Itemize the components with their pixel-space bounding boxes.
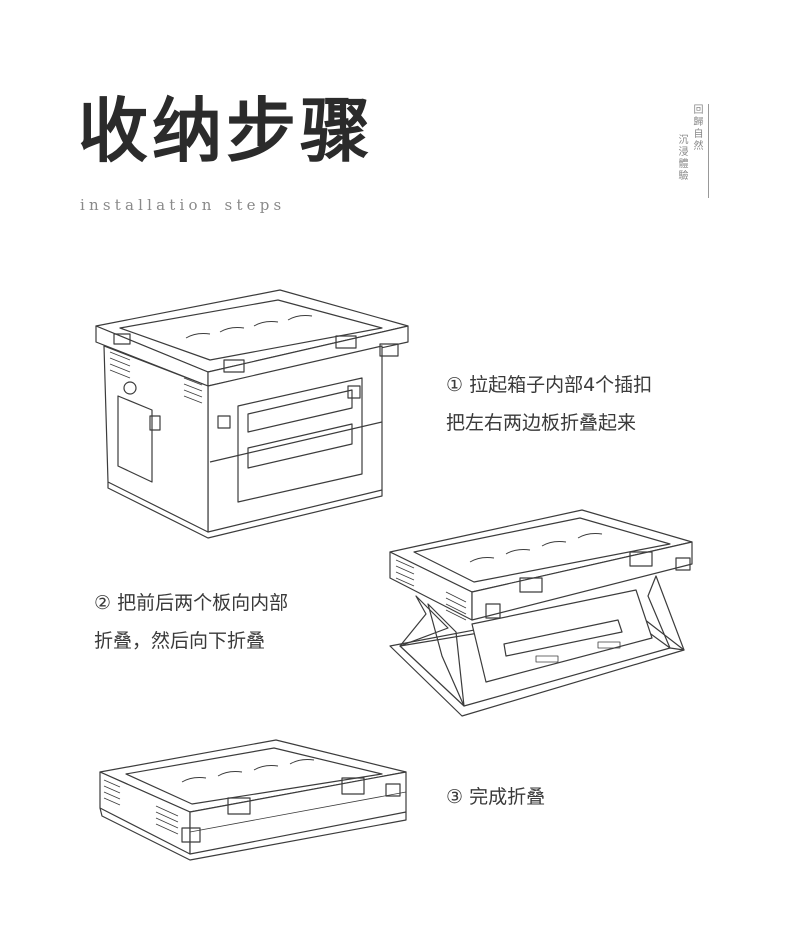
seal-divider (708, 104, 709, 198)
step-3-line-1: ③ 完成折叠 (446, 786, 546, 808)
seal-line-1: 回歸自然 (691, 104, 702, 152)
step-1-line-1: ① 拉起箱子内部4个插扣 (446, 374, 653, 396)
step-1-instruction: ① 拉起箱子内部4个插扣 把左右两边板折叠起来 (446, 366, 652, 442)
step-1-line-2: 把左右两边板折叠起来 (446, 412, 637, 434)
brand-seal: 沉浸體驗 回歸自然 (676, 104, 709, 198)
folding-box-illustration (386, 506, 696, 722)
folded-box-illustration (96, 736, 408, 860)
step-3-instruction: ③ 完成折叠 (446, 778, 545, 816)
page-subtitle: installation steps (80, 196, 286, 214)
step-2-line-1: ② 把前后两个板向内部 (94, 592, 289, 614)
step-2-instruction: ② 把前后两个板向内部 折叠，然后向下折叠 (94, 584, 288, 660)
seal-line-2: 沉浸體驗 (676, 134, 687, 182)
page-title: 收纳步骤 (78, 89, 374, 172)
step-2-line-2: 折叠，然后向下折叠 (94, 630, 266, 652)
closed-box-illustration (90, 286, 410, 536)
